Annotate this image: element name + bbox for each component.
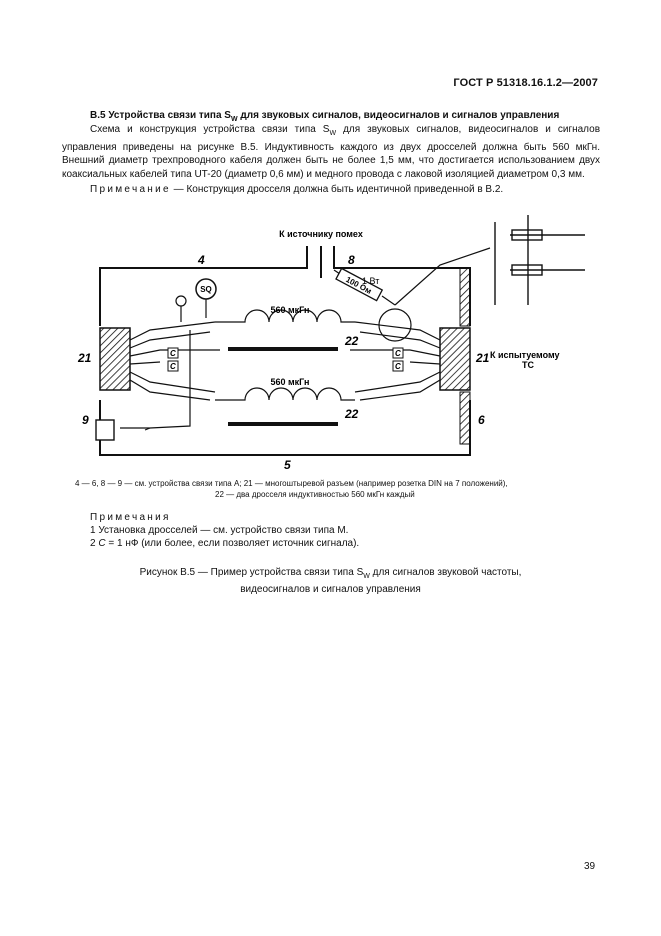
choke-top [215,309,355,323]
dut-label-2: ТС [522,360,534,370]
document-header: ГОСТ Р 51318.16.1.2—2007 [453,77,598,89]
caption-line-1: Рисунок В.5 — Пример устройства связи ти… [139,567,364,578]
connector-right [439,327,471,391]
note-2-prefix: 2 [90,538,99,549]
legend-line-1: 4 — 6, 8 — 9 — см. устройства связи типа… [75,479,508,488]
wire-left-1 [129,321,216,341]
wall-right-bottom [459,391,471,445]
paragraph-subscript: W [329,130,337,137]
capacitor-label-right-2: C [395,362,401,371]
callout-22-top: 22 [344,334,359,348]
note-text: — Конструкция дросселя должна быть идент… [170,184,504,195]
capacitor-label-right-1: C [395,349,401,358]
meter-label: SQ [200,285,212,294]
core-top [228,347,338,351]
caption-subscript: W [363,573,370,580]
inductance-top-label: 560 мкГн [271,305,310,315]
figure-legend: 4 — 6, 8 — 9 — см. устройства связи типа… [75,478,595,500]
inductance-bottom-label: 560 мкГн [271,377,310,387]
section-title-rest: для звуковых сигналов, видеосигналов и с… [237,110,560,121]
wire-left-3 [129,349,220,357]
inset-pointer [394,247,491,306]
paragraph-part-2: для звуковых сигналов, видеосигналов и с… [62,124,601,180]
callout-5: 5 [284,458,291,472]
section-title-text: В.5 Устройства связи типа S [90,110,231,121]
paragraph-part-1: Схема и конструкция устройства связи тип… [90,124,330,135]
wire-right-2 [359,331,441,349]
caption-line-2: видеосигналов и сигналов управления [240,584,421,595]
note-2-symbol: C [98,538,106,549]
port-9-symbol [95,419,115,441]
dut-label-1: К испытуемому [490,350,560,360]
wire-left-4 [129,361,161,365]
callout-21-left: 21 [77,351,92,365]
resistor-body [335,267,384,302]
wire-left-5 [129,371,216,393]
wire-right-6 [359,379,441,401]
test-point-symbol [175,295,187,307]
note-label: Примечание [90,184,171,195]
source-label: К источнику помех [279,229,363,239]
legend-line-2: 22 — два дросселя индуктивностью 560 мкГ… [215,490,415,499]
capacitor-label-left-1: C [170,349,176,358]
enclosure-top-left [99,246,308,326]
core-bottom [228,422,338,426]
note-top: Примечание — Конструкция дросселя должна… [90,184,610,195]
resistor-lead-right [381,295,396,306]
caption-line-1-rest: для сигналов звуковой частоты, [369,567,522,578]
page-number: 39 [584,861,596,872]
wire-right-1 [354,321,441,341]
wire-port-9-tip [144,427,151,431]
wire-left-6 [129,379,211,401]
callout-6: 6 [478,413,485,427]
wall-right-top [459,267,471,327]
wire-right-3 [350,349,441,357]
callout-8: 8 [348,253,355,267]
section-title: В.5 Устройства связи типа SW для звуковы… [90,110,600,123]
section-title-subscript: W [230,116,238,123]
callout-22-bottom: 22 [344,407,359,421]
coupling-device-diagram: 100 Ом 1 Вт SQ C C C C К источнику помех… [77,215,585,472]
note-1: 1 Установка дросселей — см. устройство с… [90,525,349,536]
inset-circle [378,308,412,342]
notes-title: Примечания [90,512,171,523]
wire-right-5 [354,371,441,393]
capacitor-label-left-2: C [170,362,176,371]
figure-caption: Рисунок В.5 — Пример устройства связи ти… [60,566,601,596]
connector-left [99,327,131,391]
note-2-text: = 1 нФ (или более, если позволяет источн… [105,538,360,549]
callout-21-right: 21 [475,351,490,365]
choke-bottom [215,387,355,401]
callout-9: 9 [82,413,89,427]
wire-port-9 [120,330,191,429]
note-2: 2 C = 1 нФ (или более, если позволяет ис… [90,538,359,549]
callout-4: 4 [197,253,205,267]
wire-right-4 [409,361,441,365]
body-paragraph: Схема и конструкция устройства связи тип… [62,123,600,181]
resistor-power-label: 1 Вт [362,276,379,286]
